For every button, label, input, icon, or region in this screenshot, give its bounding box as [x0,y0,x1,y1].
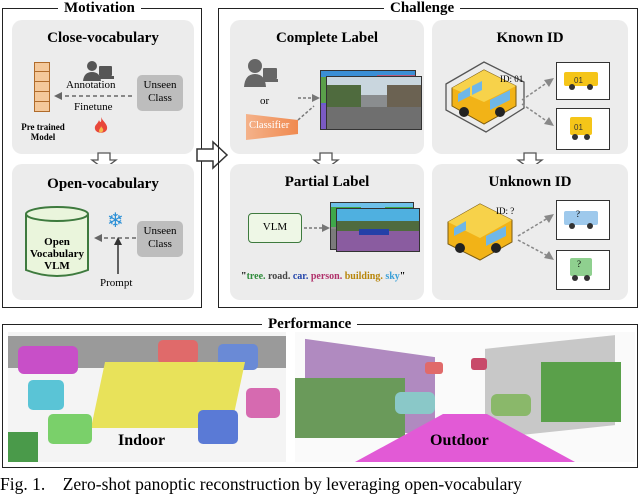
partial-label-title: Partial Label [284,174,370,190]
partial-vlm-arrow [304,224,330,232]
tag-person: person. [310,271,343,282]
pretrained-model-label: Pre trained Model [21,122,65,142]
close-vocab-title: Close-vocabulary [47,30,159,46]
bus-unknown-icon [447,203,513,261]
unknown-id-bus-1 [564,211,598,229]
performance-title: Performance [262,316,358,332]
tag-building: building. [344,271,383,282]
annotator-icon [83,61,114,81]
indoor-label: Indoor [118,432,166,449]
classifier-label: Classifier [249,120,290,131]
snowflake-icon: ❄ [107,208,124,232]
known-id-bus-1: 01 [564,72,598,90]
unknown-q-1: ? [576,209,580,219]
person-icon [244,59,278,87]
annotation-label: Annotation [66,79,116,91]
vlm-cylinder [25,206,89,277]
unknown-id-tag: ID: ? [496,206,515,216]
prompt-arrow [114,237,122,274]
complete-label-arrows [297,94,320,121]
finetune-label: Finetune [74,101,113,113]
partial-photo-image [336,208,420,252]
classifier-shape [246,114,298,140]
svg-text:01: 01 [574,123,583,132]
known-id-tag: ID: 01 [500,74,524,84]
model-stack [34,62,50,118]
partial-vlm-box: VLM [248,213,302,243]
known-id-bus-2: 01 [570,117,592,140]
prompt-label: Prompt [100,277,133,289]
partial-tags: "tree. road. car. person. building. sky" [241,271,405,282]
known-id-arrows [521,78,554,126]
indoor-scene-image [8,332,286,462]
svg-text:01: 01 [574,76,583,85]
outdoor-label: Outdoor [430,432,489,449]
tags-close-quote: " [399,271,406,282]
fire-icon [94,117,108,133]
vlm-label: Open Vocabulary VLM [30,236,84,272]
known-id-title: Known ID [496,30,564,46]
figure-caption: Fig. 1. Zero-shot panoptic reconstructio… [0,474,522,494]
partial-vlm-label: VLM [262,221,288,233]
tag-sky: sky [385,271,400,282]
unseen-class-box-bottom: Unseen Class [137,221,183,257]
tag-road: road. [268,271,291,282]
tags-open-quote: " [241,271,247,282]
bus-known-icon [445,61,525,133]
motivation-title: Motivation [58,0,141,16]
unknown-id-arrows [517,214,554,260]
tag-tree: tree. [246,271,266,282]
open-vocab-title: Open-vocabulary [47,176,159,192]
unknown-q-2: ? [577,259,581,269]
tag-car: car. [292,271,309,282]
challenge-title: Challenge [384,0,461,16]
complete-photo-image [326,76,422,130]
motivation-to-challenge-arrow [196,140,229,170]
finetune-arrow [54,92,132,100]
unknown-id-bus-2 [570,258,592,281]
outdoor-scene-image [295,332,635,462]
unseen-class-box-top: Unseen Class [137,75,183,111]
or-label: or [260,95,270,107]
unknown-id-title: Unknown ID [488,174,572,190]
complete-label-title: Complete Label [275,30,379,46]
